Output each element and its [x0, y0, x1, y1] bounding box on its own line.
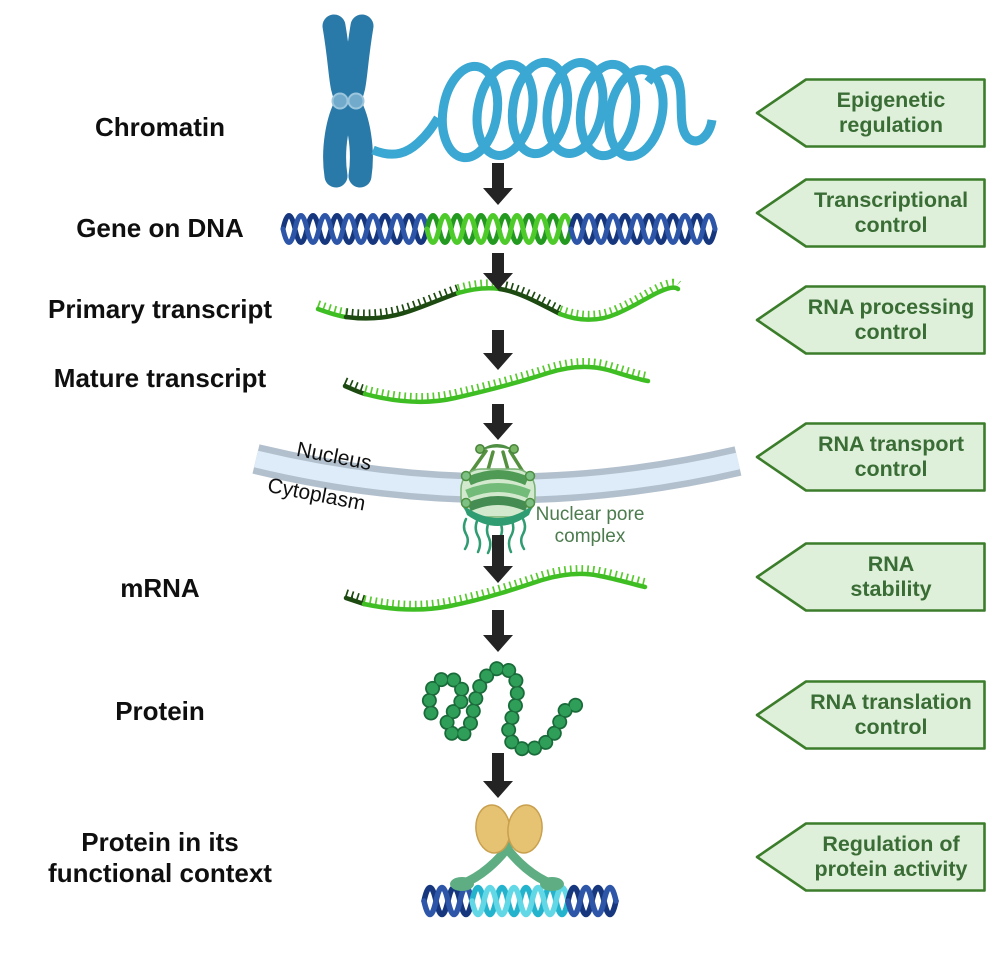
badge-label: RNA transport control [799, 421, 983, 493]
down-arrow-icon [483, 404, 513, 440]
label-protein-functional-context: Protein in its functional context [0, 827, 320, 889]
badge-line: control [854, 213, 928, 237]
nuclear-pore-complex-illustration [460, 444, 536, 555]
badge-line: Epigenetic [836, 88, 946, 112]
badge-label: Epigenetic regulation [799, 77, 983, 149]
badge-label: RNA translation control [799, 679, 983, 751]
left-arrow-tag-shape [755, 178, 986, 248]
badge-rna-translation-control: RNA translation control [755, 679, 987, 751]
badge-line: Regulation of [822, 832, 960, 856]
badge-rna-transport-control: RNA transport control [755, 421, 987, 493]
label-nuclear-pore-complex: Nuclear pore complex [505, 504, 675, 548]
badge-line: protein activity [814, 857, 968, 881]
badge-label: RNA stability [799, 541, 983, 613]
down-arrow-icon [483, 330, 513, 370]
badge-rna-stability: RNA stability [755, 541, 987, 613]
left-arrow-tag-shape [755, 822, 986, 892]
label-gene-on-dna: Gene on DNA [76, 213, 244, 243]
down-arrow-icon [483, 753, 513, 798]
transcription-factor-illustration [450, 804, 564, 891]
badge-label: Transcriptional control [799, 177, 983, 249]
label-primary-transcript: Primary transcript [48, 294, 272, 324]
left-arrow-tag-shape [755, 680, 986, 750]
mrna-illustration [343, 565, 648, 612]
mature-transcript-illustration [342, 358, 651, 405]
badge-line: control [854, 320, 928, 344]
label-mrna: mRNA [120, 573, 200, 603]
down-arrow-icon [483, 253, 513, 290]
badge-regulation-of-protein-activity: Regulation of protein activity [755, 821, 987, 893]
badge-rna-processing-control: RNA processing control [755, 284, 987, 356]
down-arrow-icon [483, 163, 513, 205]
functional-context-dna-helix [421, 884, 619, 918]
badge-line: RNA transport [817, 432, 965, 456]
badge-line: RNA translation [810, 690, 972, 714]
badge-line: stability [850, 577, 932, 601]
badge-line: Transcriptional [813, 188, 969, 212]
chromatin-fiber-illustration [371, 57, 717, 163]
badge-label: RNA processing control [799, 284, 983, 356]
protein-chain-illustration [421, 660, 585, 757]
label-line: functional context [48, 858, 272, 888]
badge-line: control [854, 457, 928, 481]
dna-helix-illustration [280, 213, 718, 245]
centromere-icon [331, 92, 365, 110]
left-arrow-tag-shape [755, 542, 986, 612]
badge-line: RNA [867, 552, 915, 576]
label-protein: Protein [115, 696, 205, 726]
label-mature-transcript: Mature transcript [53, 363, 267, 393]
down-arrow-icon [483, 535, 513, 583]
badge-label: Regulation of protein activity [799, 821, 983, 893]
left-arrow-tag-shape [755, 78, 986, 148]
badge-line: regulation [839, 113, 943, 137]
badge-epigenetic-regulation: Epigenetic regulation [755, 77, 987, 149]
primary-transcript-illustration [315, 278, 682, 322]
label-chromatin: Chromatin [95, 112, 225, 142]
label-line: Nuclear pore [535, 504, 645, 525]
left-arrow-tag-shape [755, 285, 986, 355]
label-line: complex [554, 526, 626, 547]
badge-line: RNA processing [807, 295, 975, 319]
badge-transcriptional-control: Transcriptional control [755, 177, 987, 249]
label-line: Protein in its [81, 827, 239, 857]
left-arrow-tag-shape [755, 422, 986, 492]
badge-line: control [854, 715, 928, 739]
down-arrow-icon [483, 610, 513, 652]
